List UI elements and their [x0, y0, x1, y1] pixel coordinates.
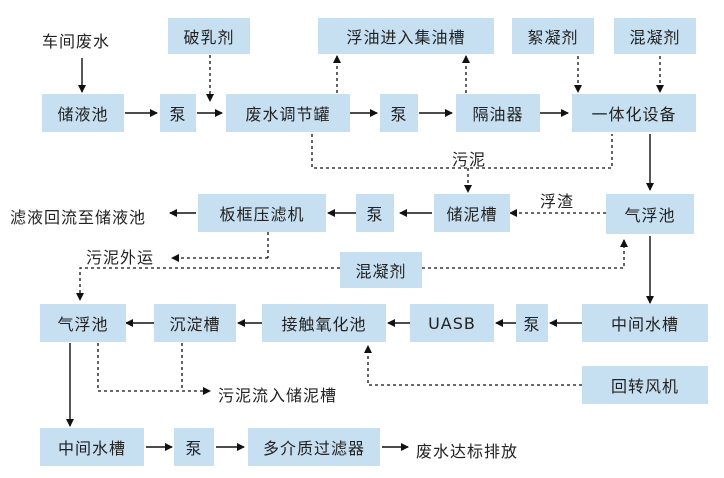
contact-oxidation-box: 接触氧化池: [262, 304, 386, 342]
flocculant-box: 絮凝剂: [512, 18, 594, 54]
pump-4-box: 泵: [516, 304, 548, 342]
discharge-label: 废水达标排放: [416, 442, 519, 461]
sedimentation-box: 沉淀槽: [154, 304, 236, 342]
filtrate-return-label: 滤液回流至储液池: [10, 208, 147, 227]
sludge-out-label: 污泥外运: [86, 248, 155, 267]
adjust-tank-box: 废水调节罐: [226, 94, 350, 132]
air-float-2-box: 气浮池: [40, 304, 126, 342]
sludge-to-tank-label: 污泥流入储泥槽: [218, 386, 338, 405]
multi-media-filter-box: 多介质过滤器: [248, 428, 380, 466]
dash-blower-to-oxidation: [364, 345, 582, 386]
pump-3-box: 泵: [356, 194, 394, 232]
storage-pool-box: 储液池: [42, 94, 124, 132]
pump-1-box: 泵: [160, 94, 196, 132]
pump-5-box: 泵: [174, 428, 214, 466]
demulsifier-box: 破乳剂: [168, 18, 250, 54]
oil-to-tank-box: 浮油进入集油槽: [318, 18, 494, 54]
pump-2-box: 泵: [380, 94, 418, 132]
coagulant-mid-box: 混凝剂: [340, 252, 422, 288]
uasb-box: UASB: [410, 304, 494, 342]
sludge-label: 污泥: [452, 150, 487, 169]
sludge-tank-box: 储泥槽: [434, 194, 510, 232]
scum-label: 浮渣: [540, 192, 575, 211]
air-float-1-box: 气浮池: [606, 194, 694, 234]
blower-box: 回转风机: [582, 366, 708, 404]
dash-coagulant-to-float2: [76, 267, 346, 301]
integrated-equipment-box: 一体化设备: [572, 94, 696, 132]
filter-press-box: 板框压滤机: [198, 194, 326, 232]
oil-separator-box: 隔油器: [456, 94, 540, 132]
dash-coagulant-to-float1: [422, 239, 628, 269]
middle-tank-1-box: 中间水槽: [582, 304, 708, 342]
coagulant-top-box: 混凝剂: [614, 18, 696, 54]
middle-tank-2-box: 中间水槽: [40, 428, 144, 466]
dash-sludge-collector: [311, 134, 613, 169]
wastewater-source-label: 车间废水: [42, 32, 111, 51]
